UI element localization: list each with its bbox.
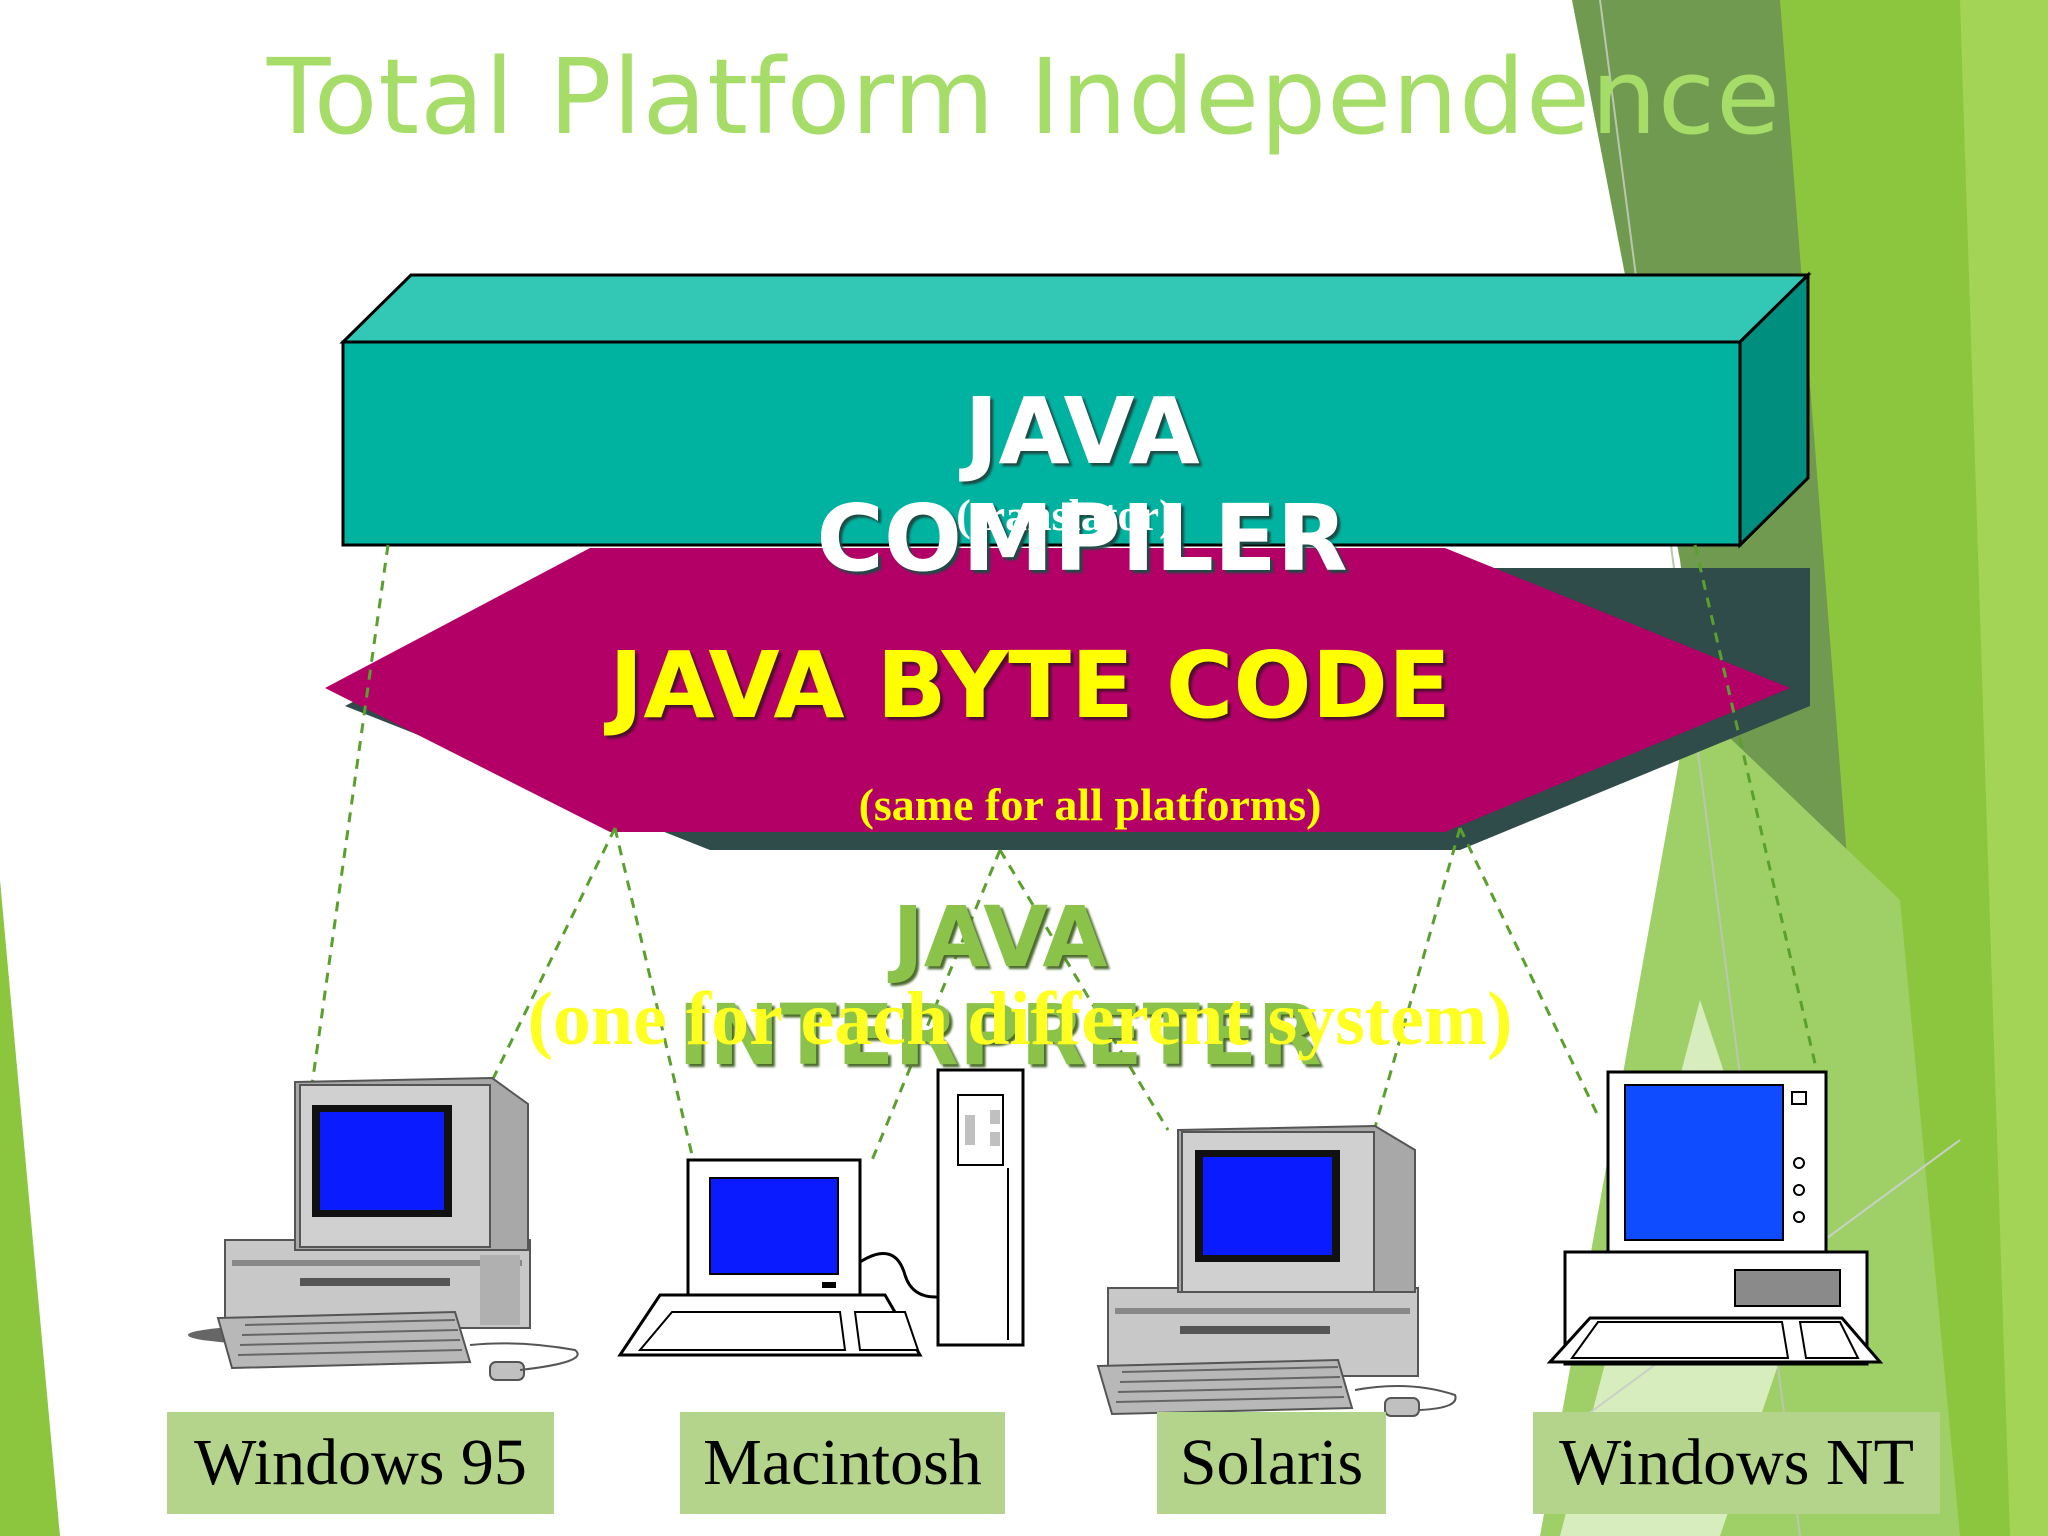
connector-lines xyxy=(310,544,1822,1166)
platform-label-solaris: Solaris xyxy=(1157,1412,1386,1514)
platform-label-windows95: Windows 95 xyxy=(167,1412,554,1514)
platform-label-text: Macintosh xyxy=(703,1426,982,1499)
interpreter-label: JAVA INTERPRETER xyxy=(678,888,1322,1084)
compiler-box-front xyxy=(341,340,1742,547)
pc-computer-icon xyxy=(188,1076,579,1381)
bytecode-label: JAVA BYTE CODE xyxy=(609,632,1451,739)
compiler-box-top xyxy=(339,273,1812,344)
bytecode-hexagon xyxy=(325,548,1790,832)
compiler-sublabel: (translator) xyxy=(956,491,1174,540)
compiler-label: JAVA COMPILER xyxy=(816,378,1348,592)
slide-title: Total Platform Independence xyxy=(266,36,1782,158)
interpreter-sublabel: (one for each different system) xyxy=(527,977,1513,1061)
platform-label-text: Windows NT xyxy=(1559,1426,1914,1499)
platform-label-text: Windows 95 xyxy=(194,1426,527,1499)
nt-computer-icon xyxy=(1546,1070,1884,1366)
platform-label-text: Solaris xyxy=(1179,1426,1364,1499)
workstation-computer-icon xyxy=(1096,1124,1457,1417)
bytecode-sublabel: (same for all platforms) xyxy=(858,779,1322,830)
bg-green-left xyxy=(0,880,60,1536)
mac-computer-icon xyxy=(617,1068,1025,1357)
platform-label-macintosh: Macintosh xyxy=(680,1412,1005,1514)
bg-green-strip-bright xyxy=(1960,0,2048,1536)
platform-label-windowsnt: Windows NT xyxy=(1533,1412,1940,1514)
